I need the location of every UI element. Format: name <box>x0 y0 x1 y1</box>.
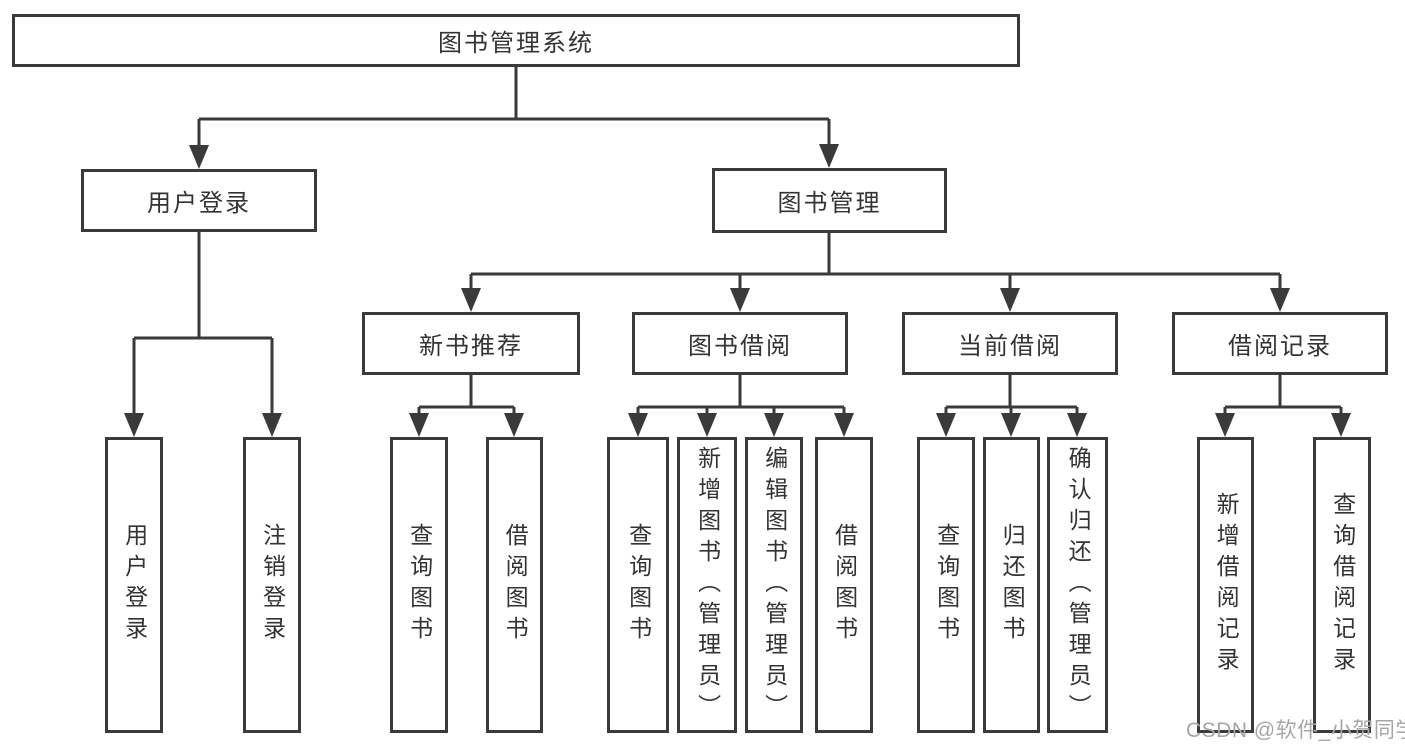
node-root-system: 图书管理系统 <box>12 14 1020 67</box>
node-label: 新增借阅记录 <box>1213 492 1240 678</box>
node-label: 图书借阅 <box>688 333 792 360</box>
node-label: 查询图书 <box>933 523 960 647</box>
node-label: 查询图书 <box>625 523 652 647</box>
node-borrowing-records: 借阅记录 <box>1172 312 1388 375</box>
leaf-query-books: 查询图书 <box>390 437 448 733</box>
node-label: 图书管理系统 <box>438 30 594 57</box>
arrowheads <box>124 144 1351 437</box>
node-label: 借阅记录 <box>1228 333 1332 360</box>
leaf-borrow-books: 借阅图书 <box>486 437 543 733</box>
leaf-return-books: 归还图书 <box>983 437 1040 733</box>
node-label: 用户登录 <box>147 190 251 217</box>
node-label: 确认归还（管理员） <box>1065 445 1092 725</box>
node-label: 新增图书（管理员） <box>694 445 721 725</box>
node-label: 借阅图书 <box>831 523 858 647</box>
node-user-login: 用户登录 <box>81 169 317 232</box>
node-label: 注销登录 <box>259 523 286 647</box>
node-label: 图书管理 <box>777 190 882 217</box>
node-label: 新书推荐 <box>419 333 523 360</box>
leaf-edit-books-admin: 编辑图书（管理员） <box>745 437 803 733</box>
node-label: 查询借阅记录 <box>1329 492 1356 678</box>
node-label: 借阅图书 <box>502 523 529 647</box>
node-new-book-recommend: 新书推荐 <box>362 312 580 375</box>
leaf-add-books-admin: 新增图书（管理员） <box>677 437 737 733</box>
csdn-watermark: CSDN @软件_小贺同学 <box>1186 719 1405 742</box>
leaf-query-books: 查询图书 <box>607 437 669 733</box>
node-label: 用户登录 <box>121 523 148 647</box>
node-current-borrowing: 当前借阅 <box>902 312 1118 375</box>
leaf-query-books: 查询图书 <box>917 437 975 733</box>
node-label: 当前借阅 <box>958 333 1062 360</box>
node-label: 归还图书 <box>999 523 1026 647</box>
leaf-logout: 注销登录 <box>243 437 301 733</box>
leaf-confirm-return-admin: 确认归还（管理员） <box>1047 437 1108 733</box>
node-book-borrowing: 图书借阅 <box>632 312 848 375</box>
node-label: 查询图书 <box>406 523 433 647</box>
node-book-management: 图书管理 <box>712 168 947 233</box>
leaf-borrow-books: 借阅图书 <box>815 437 873 733</box>
leaf-user-login: 用户登录 <box>105 437 163 733</box>
leaf-add-borrow-record: 新增借阅记录 <box>1197 437 1254 733</box>
leaf-query-borrow-record: 查询借阅记录 <box>1313 437 1371 733</box>
node-label: 编辑图书（管理员） <box>761 445 788 725</box>
